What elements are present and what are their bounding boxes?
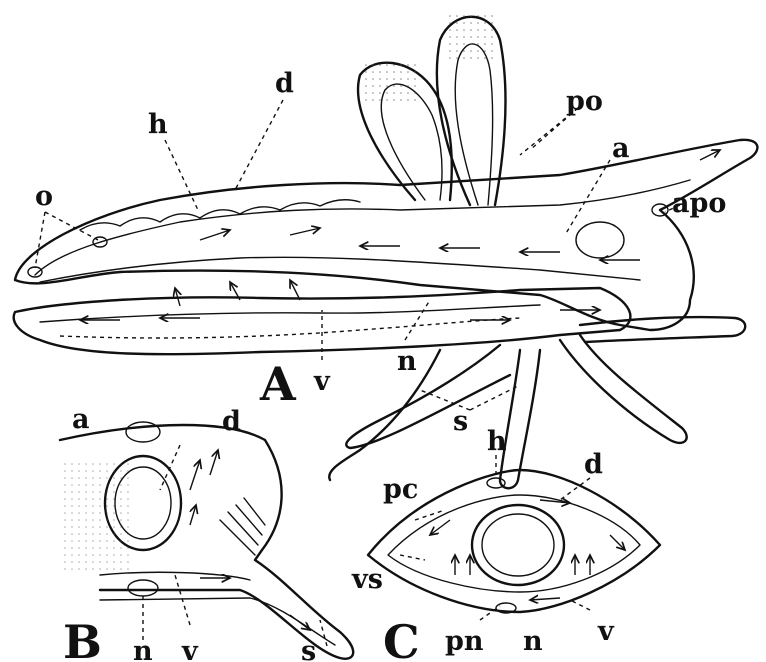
label-c-n: n [523,626,543,657]
label-a-a: a [612,133,630,164]
label-a-h: h [148,109,168,140]
label-c-h: h [487,426,507,457]
label-a-po: po [566,86,603,117]
label-b-v: v [181,636,199,662]
panel-b-letter: B [63,615,102,662]
label-b-a: a [72,404,90,435]
label-c-vs: vs [351,564,383,595]
label-a-apo: apo [672,188,726,219]
label-b-n: n [133,636,153,662]
label-a-d: d [275,68,294,99]
label-c-v: v [597,616,615,647]
label-b-s: s [301,636,316,662]
panel-b-drawing [60,422,353,659]
panel-c-letter: C [383,615,420,662]
label-a-n: n [397,346,417,377]
label-b-d: d [222,406,241,437]
panel-a-drawing [14,15,758,488]
label-c-pn: pn [445,626,484,657]
label-a-v: v [313,366,331,397]
panel-a-letter: A [259,357,297,411]
label-c-pc: pc [383,474,418,505]
label-a-s: s [453,406,468,437]
label-a-o: o [35,181,53,212]
label-c-d: d [584,449,603,480]
